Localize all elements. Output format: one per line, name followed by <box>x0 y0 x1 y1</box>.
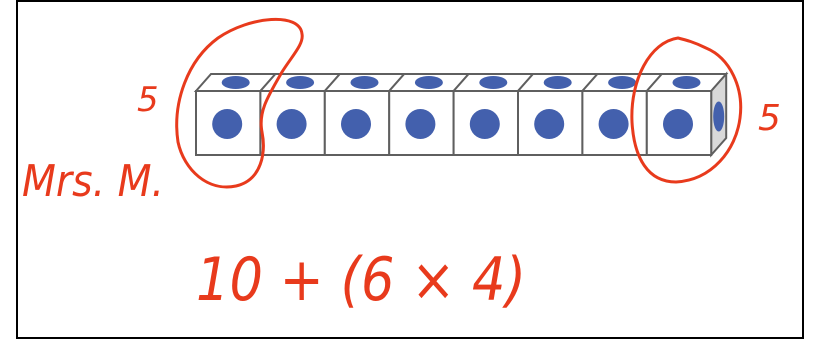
front-dot <box>277 109 307 139</box>
front-dot <box>341 109 371 139</box>
front-dot <box>405 109 435 139</box>
front-dot <box>663 109 693 139</box>
front-dot <box>212 109 242 139</box>
front-dot <box>599 109 629 139</box>
top-dot <box>415 76 443 89</box>
front-dot <box>470 109 500 139</box>
top-dot <box>222 76 250 89</box>
top-dot <box>351 76 379 89</box>
number-expression: 10 + (6 × 4) <box>196 245 526 315</box>
author-signature: Mrs. M. <box>22 156 164 207</box>
left-count-label: 5 <box>137 80 159 120</box>
top-dot <box>544 76 572 89</box>
right-count-label: 5 <box>758 98 781 139</box>
top-dot <box>673 76 701 89</box>
top-dot <box>608 76 636 89</box>
front-dot <box>534 109 564 139</box>
top-dot <box>286 76 314 89</box>
side-dot <box>713 102 724 132</box>
top-dot <box>479 76 507 89</box>
